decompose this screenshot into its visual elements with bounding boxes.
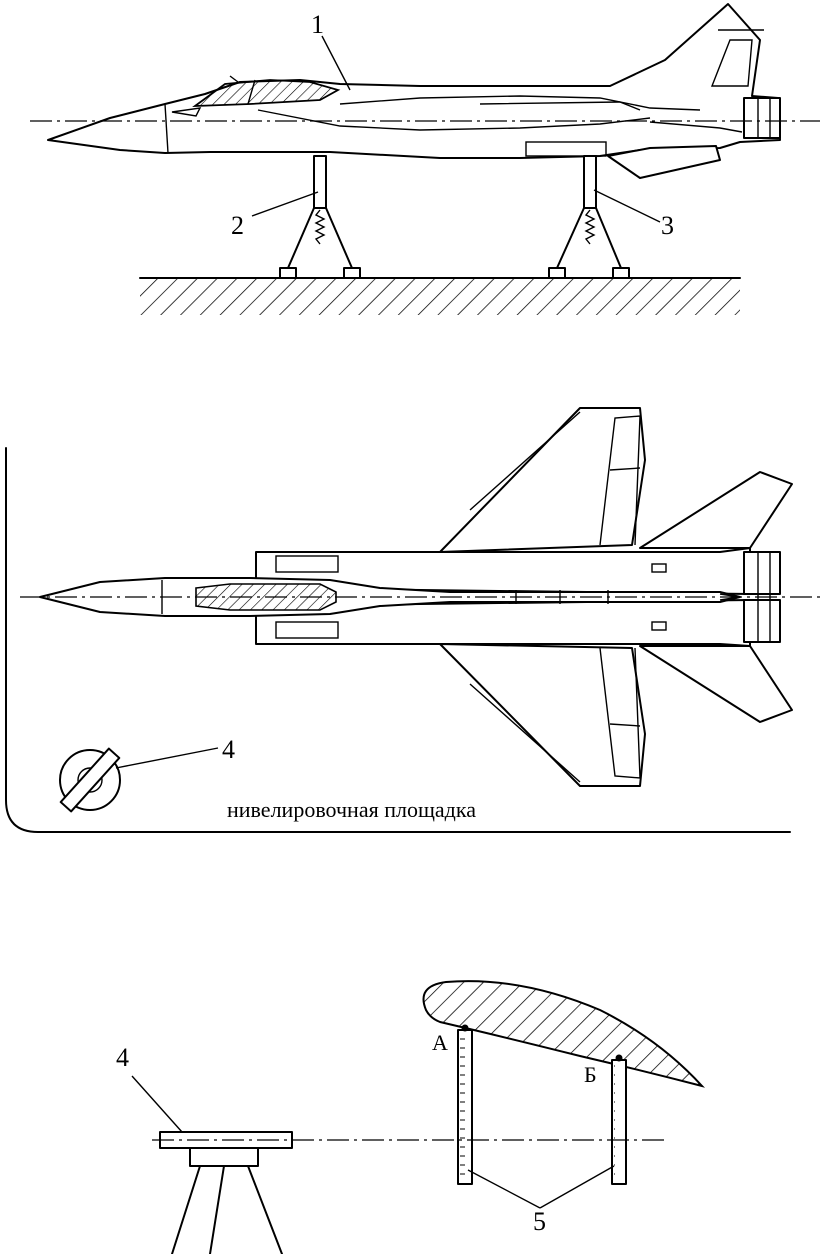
ground-hatch [139, 277, 741, 315]
label-5: 5 [533, 1207, 546, 1236]
label-3: 3 [661, 211, 674, 240]
measuring-rod-a [457, 1024, 473, 1185]
side-view: 1 2 3 [30, 3, 820, 315]
label-4-level: 4 [116, 1043, 129, 1072]
measuring-rod-b [611, 1054, 627, 1185]
point-b-label: Б [584, 1062, 597, 1087]
level-instrument [159, 1131, 293, 1254]
jack-front [279, 155, 361, 279]
plan-view: 4 нивелировочная площадка [5, 407, 825, 833]
point-a-label: А [432, 1030, 448, 1055]
label-2: 2 [231, 211, 244, 240]
aircraft-side [47, 3, 781, 179]
leveling-view: А Б 4 5 [116, 980, 706, 1254]
leveling-platform [5, 447, 791, 833]
level-instrument-symbol [59, 747, 121, 813]
platform-caption: нивелировочная площадка [227, 797, 476, 822]
wing-section [422, 980, 706, 1088]
jack-rear [548, 155, 630, 279]
label-1: 1 [311, 10, 324, 39]
aircraft-plan [39, 407, 793, 787]
label-4-plan: 4 [222, 735, 235, 764]
